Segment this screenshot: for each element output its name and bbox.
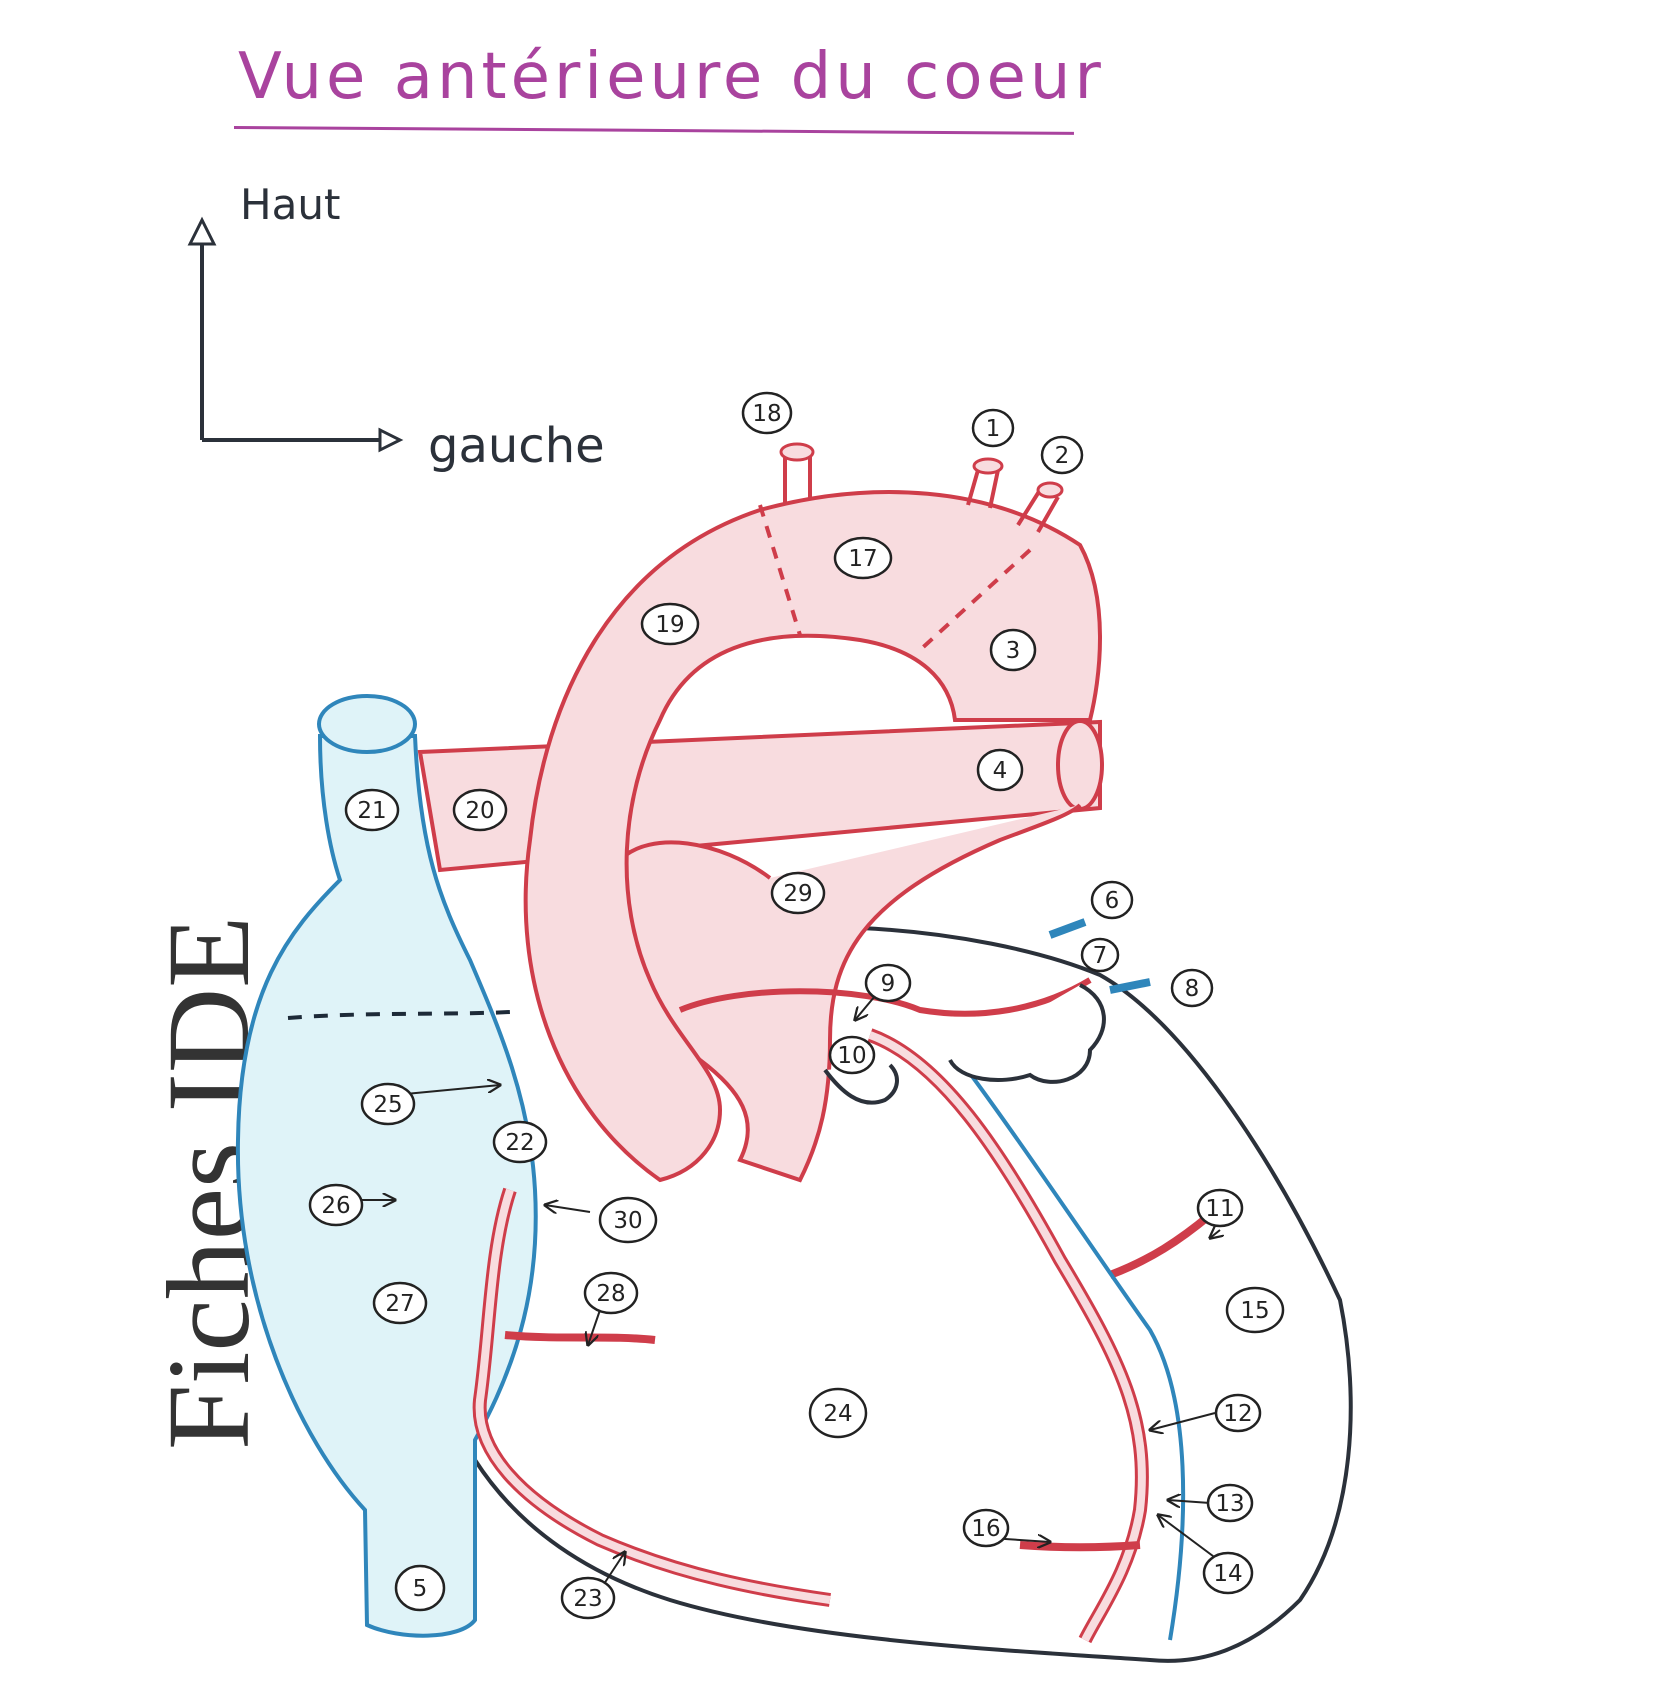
svg-text:3: 3 (1006, 638, 1021, 664)
right-auricle (823, 1063, 899, 1105)
callout-7: 7 (1080, 937, 1120, 973)
callout-6: 6 (1090, 880, 1134, 920)
svg-text:17: 17 (848, 546, 877, 572)
callout-12: 12 (1214, 1393, 1262, 1433)
right-coronary-artery-inner (475, 1188, 831, 1604)
superior-vena-cava (235, 734, 538, 1638)
marginal-branch (504, 1331, 656, 1344)
callout-13: 13 (1206, 1483, 1254, 1523)
callout-19: 19 (640, 602, 700, 646)
brachiocephalic-trunk-opening (779, 442, 815, 462)
callout-4: 4 (976, 748, 1024, 792)
callout-20: 20 (452, 788, 508, 832)
svg-text:29: 29 (783, 881, 812, 907)
callout-16: 16 (962, 1508, 1010, 1548)
diagonal-branch (1108, 1211, 1213, 1279)
callout-10: 10 (828, 1035, 876, 1075)
callout-17: 17 (833, 536, 893, 580)
aorta (523, 442, 1102, 1183)
left-coronary-artery-inner (868, 1031, 1146, 1642)
callout-14: 14 (1202, 1551, 1254, 1595)
axis-left-arrow-icon (378, 427, 404, 453)
brachiocephalic-trunk (783, 455, 812, 505)
axis-up-arrow-icon (187, 216, 217, 246)
page-title: Vue antérieure du coeur (238, 40, 1105, 114)
superior-vena-cava-opening (317, 694, 417, 754)
callout-9: 9 (864, 963, 912, 1003)
callout-2: 2 (1040, 435, 1084, 475)
left-subclavian (1016, 488, 1060, 533)
callout-21: 21 (344, 788, 400, 832)
svg-text:9: 9 (881, 971, 896, 997)
svg-text:4: 4 (993, 758, 1008, 784)
left-common-carotid-opening (972, 457, 1004, 475)
callout-15: 15 (1225, 1286, 1285, 1334)
callout-30: 30 (598, 1196, 658, 1244)
svg-text:28: 28 (596, 1281, 625, 1307)
svg-text:16: 16 (971, 1516, 1000, 1542)
callout-29: 29 (770, 871, 826, 915)
callout-11: 11 (1196, 1188, 1244, 1228)
svg-text:20: 20 (465, 798, 494, 824)
vena-cava (235, 694, 538, 1638)
svg-text:30: 30 (613, 1208, 642, 1234)
svg-text:1: 1 (986, 416, 1001, 442)
atrium-boundary-dashed (287, 1010, 511, 1020)
svg-text:25: 25 (373, 1092, 402, 1118)
lower-branch (1019, 1541, 1141, 1552)
callout-28: 28 (583, 1271, 639, 1315)
svg-text:13: 13 (1215, 1491, 1244, 1517)
svg-text:11: 11 (1205, 1196, 1234, 1222)
svg-text:27: 27 (385, 1291, 414, 1317)
callout-27: 27 (372, 1281, 428, 1325)
svg-text:21: 21 (357, 798, 386, 824)
left-pulmonary-artery-opening (1056, 719, 1104, 811)
svg-text:12: 12 (1223, 1401, 1252, 1427)
pulmonary-vein-8 (1109, 978, 1151, 994)
svg-text:14: 14 (1213, 1561, 1242, 1587)
left-common-carotid (966, 469, 1000, 509)
callout-3: 3 (989, 628, 1037, 672)
circumflex-branch (678, 977, 1092, 1017)
great-cardiac-vein (958, 1058, 1186, 1641)
svg-text:5: 5 (413, 1576, 428, 1602)
pulmonary-vein-6 (1048, 918, 1087, 939)
svg-text:24: 24 (823, 1401, 852, 1427)
svg-text:23: 23 (573, 1586, 602, 1612)
callouts: 1 2 3 4 5 6 7 8 9 10 11 12 13 14 15 16 1… (308, 391, 1285, 1620)
callout-18: 18 (741, 391, 793, 435)
svg-text:22: 22 (505, 1130, 534, 1156)
heart-outline (473, 925, 1353, 1663)
callout-8: 8 (1170, 968, 1214, 1008)
svg-text:26: 26 (321, 1193, 350, 1219)
svg-text:19: 19 (655, 612, 684, 638)
svg-text:7: 7 (1093, 943, 1108, 969)
callout-25: 25 (360, 1082, 416, 1126)
svg-text:6: 6 (1105, 888, 1120, 914)
axis-label-left: gauche (428, 418, 605, 474)
callout-22: 22 (492, 1120, 548, 1164)
callout-1: 1 (971, 408, 1015, 448)
orientation-axes (187, 216, 404, 453)
svg-text:8: 8 (1185, 976, 1200, 1002)
callout-23: 23 (560, 1576, 616, 1620)
arch-segment-dashed-2 (918, 548, 1032, 652)
right-pulmonary-artery (417, 719, 1102, 873)
arch-segment-dashed-1 (758, 504, 802, 636)
svg-text:10: 10 (837, 1043, 866, 1069)
svg-text:15: 15 (1240, 1298, 1269, 1324)
axis-label-up: Haut (240, 180, 341, 229)
callout-5: 5 (394, 1564, 446, 1612)
coronary-arteries (472, 977, 1213, 1644)
aortic-arch (523, 490, 1102, 1183)
callout-26: 26 (308, 1183, 364, 1227)
callout-24: 24 (808, 1387, 868, 1439)
left-auricle (948, 983, 1106, 1084)
svg-text:2: 2 (1055, 443, 1070, 469)
left-subclavian-opening (1036, 481, 1064, 499)
svg-text:18: 18 (752, 401, 781, 427)
